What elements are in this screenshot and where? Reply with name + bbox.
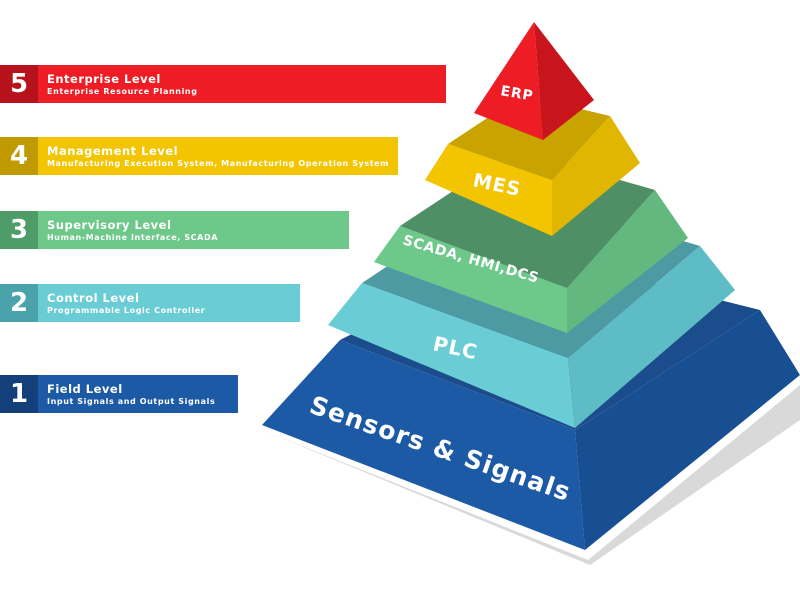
level-4-number: 4 <box>0 137 38 175</box>
level-1-subtitle: Input Signals and Output Signals <box>47 396 216 406</box>
level-1-title: Field Level <box>47 381 123 396</box>
level-3-banner: 3 Supervisory Level Human-Machine Interf… <box>0 211 349 249</box>
level-2-subtitle: Programmable Logic Controller <box>47 305 206 315</box>
tier-plc-left <box>328 283 575 428</box>
tier-mes-right <box>552 116 640 236</box>
tier-erp-left <box>474 22 543 140</box>
pyramid-tier-erp: ERP <box>474 22 594 140</box>
level-1-banner: 1 Field Level Input Signals and Output S… <box>0 375 238 413</box>
level-2-title: Control Level <box>47 290 140 305</box>
tier-scada-right <box>567 190 688 333</box>
tier-sensors-right <box>575 310 800 550</box>
level-2-banner: 2 Control Level Programmable Logic Contr… <box>0 284 300 322</box>
level-4-title: Management Level <box>47 143 179 158</box>
level-4-subtitle: Manufacturing Execution System, Manufact… <box>47 158 390 168</box>
level-1-number: 1 <box>0 375 38 413</box>
level-5-title: Enterprise Level <box>47 71 161 86</box>
level-5-subtitle: Enterprise Resource Planning <box>47 86 198 96</box>
pyramid-label-erp: ERP <box>499 83 534 104</box>
level-5-number: 5 <box>0 65 38 103</box>
tier-mes-left <box>425 144 552 236</box>
tier-sensors-left <box>262 340 585 550</box>
level-4-banner: 4 Management Level Manufacturing Executi… <box>0 137 398 175</box>
level-3-number: 3 <box>0 211 38 249</box>
level-2-number: 2 <box>0 284 38 322</box>
tier-sensors-shadow <box>262 385 800 565</box>
level-5-banner: 5 Enterprise Level Enterprise Resource P… <box>0 65 446 103</box>
tier-scada-left <box>374 226 567 333</box>
tier-erp-right <box>534 22 594 140</box>
level-3-subtitle: Human-Machine Interface, SCADA <box>47 232 218 242</box>
tier-plc-right <box>568 246 735 428</box>
level-3-title: Supervisory Level <box>47 217 172 232</box>
